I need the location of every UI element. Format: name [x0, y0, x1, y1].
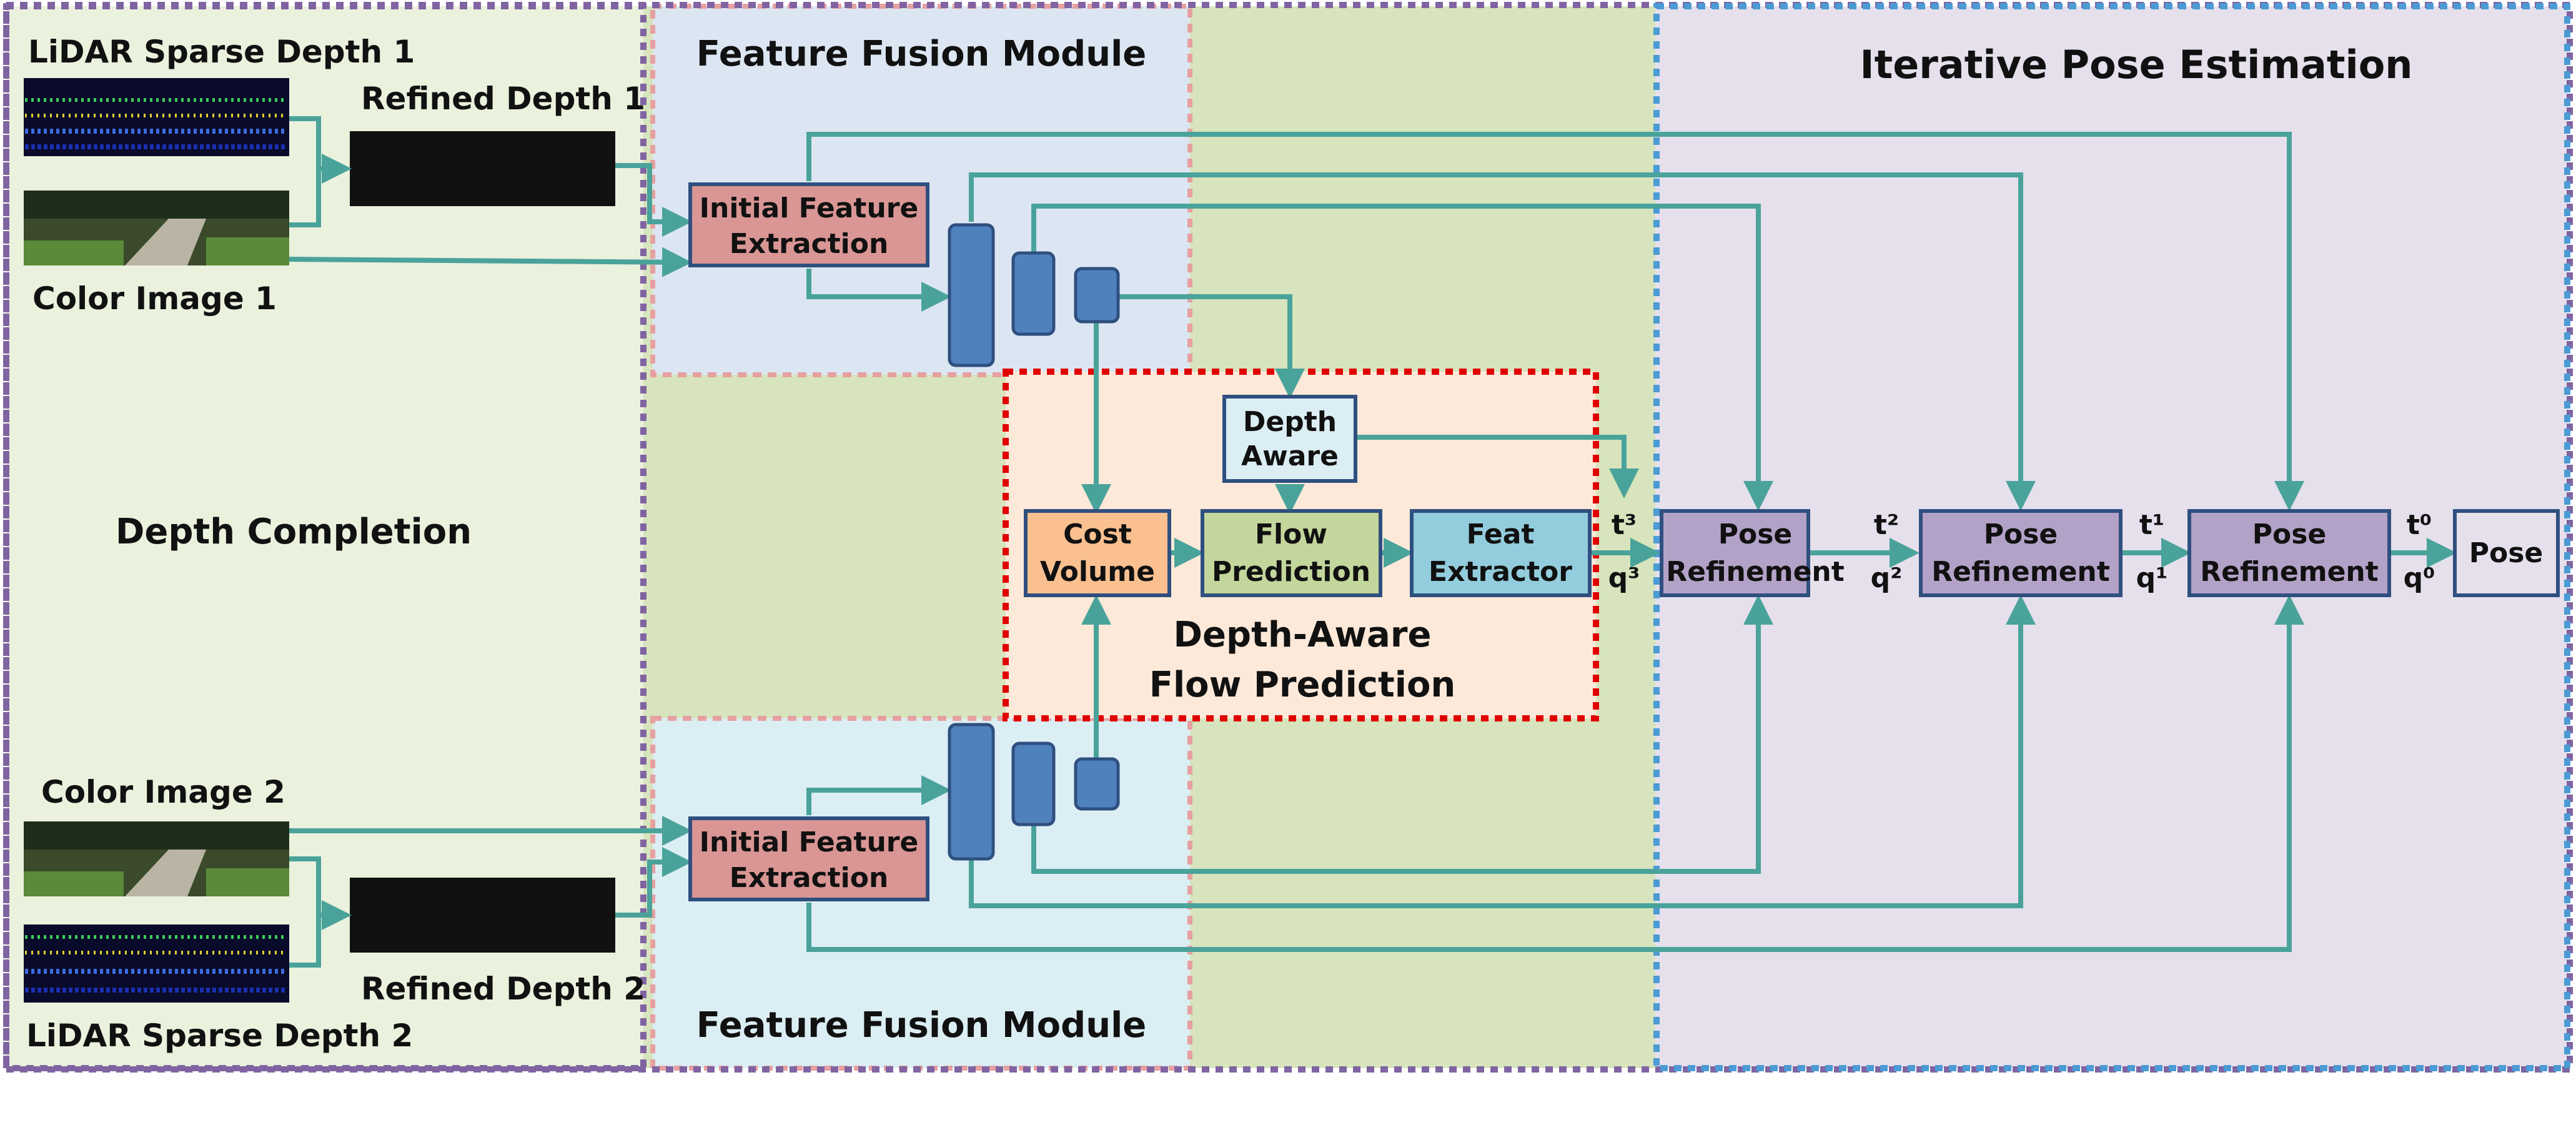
pose-refinement-block-1	[1660, 509, 1810, 597]
label-lidar-sparse-depth-1: LiDAR Sparse Depth 1	[28, 34, 415, 70]
refined-depth-image-2	[350, 878, 615, 953]
connector-arrows	[289, 116, 2457, 968]
label-initial-feature-bottom-2: Extraction	[730, 862, 889, 894]
color-image-2	[24, 821, 289, 896]
refined-depth-image-1	[350, 131, 615, 206]
section-title-flow-line1: Depth-Aware	[1174, 615, 1432, 655]
section-title-flow-line2: Flow Prediction	[1149, 665, 1456, 705]
section-title-depth-completion: Depth Completion	[116, 512, 472, 552]
pose-estimation-border	[1653, 3, 2570, 1071]
label-q0: q⁰	[2404, 562, 2435, 594]
label-q3: q³	[1608, 562, 1640, 594]
label-pose-refinement-3a: Pose	[2252, 518, 2327, 550]
label-t0: t⁰	[2407, 509, 2432, 541]
feat-extractor-block	[1410, 509, 1592, 597]
label-color-image-1: Color Image 1	[32, 280, 277, 317]
label-feat-extractor-2: Extractor	[1429, 556, 1572, 588]
label-color-image-2: Color Image 2	[41, 774, 285, 810]
lidar-image-1	[24, 78, 289, 156]
label-pose-refinement-2b: Refinement	[1931, 556, 2110, 588]
label-q1: q¹	[2136, 562, 2168, 594]
depth-aware-block	[1222, 395, 1357, 483]
pose-output-block	[2453, 509, 2560, 597]
feature-bar-large-top	[948, 223, 995, 367]
label-flow-prediction-2: Prediction	[1212, 556, 1370, 588]
label-depth-aware-1: Depth	[1243, 406, 1337, 438]
label-flow-prediction-1: Flow	[1255, 518, 1327, 550]
label-t1: t¹	[2139, 509, 2164, 541]
label-pose-refinement-1a: Pose	[1718, 518, 1793, 550]
label-initial-feature-top-1: Initial Feature	[700, 192, 919, 224]
section-title-feature-fusion-top: Feature Fusion Module	[696, 34, 1147, 74]
pose-refinement-block-3	[2187, 509, 2391, 597]
section-title-iterative-pose: Iterative Pose Estimation	[1860, 42, 2413, 87]
label-refined-depth-1: Refined Depth 1	[361, 81, 645, 117]
label-lidar-sparse-depth-2: LiDAR Sparse Depth 2	[26, 1018, 413, 1054]
initial-feature-extraction-top	[688, 182, 929, 267]
label-initial-feature-bottom-1: Initial Feature	[700, 826, 919, 858]
feature-bar-large-bottom	[948, 723, 995, 861]
initial-feature-extraction-bottom	[688, 816, 929, 901]
feature-bar-small-bottom	[1074, 757, 1120, 811]
pose-refinement-block-2	[1919, 509, 2123, 597]
feature-bar-medium-top	[1011, 251, 1056, 336]
label-feat-extractor-1: Feat	[1467, 518, 1535, 550]
label-cost-volume-2: Volume	[1040, 556, 1155, 588]
lidar-image-2	[24, 924, 289, 1003]
label-pose-output: Pose	[2469, 537, 2544, 569]
label-q2: q²	[1871, 562, 1903, 594]
label-depth-aware-2: Aware	[1241, 440, 1339, 472]
label-initial-feature-top-2: Extraction	[730, 228, 889, 260]
label-t2: t²	[1874, 509, 1899, 541]
color-image-1	[24, 191, 289, 265]
label-pose-refinement-3b: Refinement	[2200, 556, 2379, 588]
label-refined-depth-2: Refined Depth 2	[361, 971, 645, 1007]
label-pose-refinement-2a: Pose	[1984, 518, 2058, 550]
section-title-feature-fusion-bottom: Feature Fusion Module	[696, 1005, 1147, 1046]
label-cost-volume-1: Cost	[1063, 518, 1132, 550]
feature-bar-small-top	[1074, 267, 1120, 324]
label-t3: t³	[1612, 509, 1637, 541]
cost-volume-block	[1024, 509, 1171, 597]
flow-prediction-block	[1201, 509, 1382, 597]
outer-border	[3, 2, 2573, 1073]
feature-bar-medium-bottom	[1011, 741, 1056, 826]
label-pose-refinement-1b: Refinement	[1666, 556, 1845, 588]
